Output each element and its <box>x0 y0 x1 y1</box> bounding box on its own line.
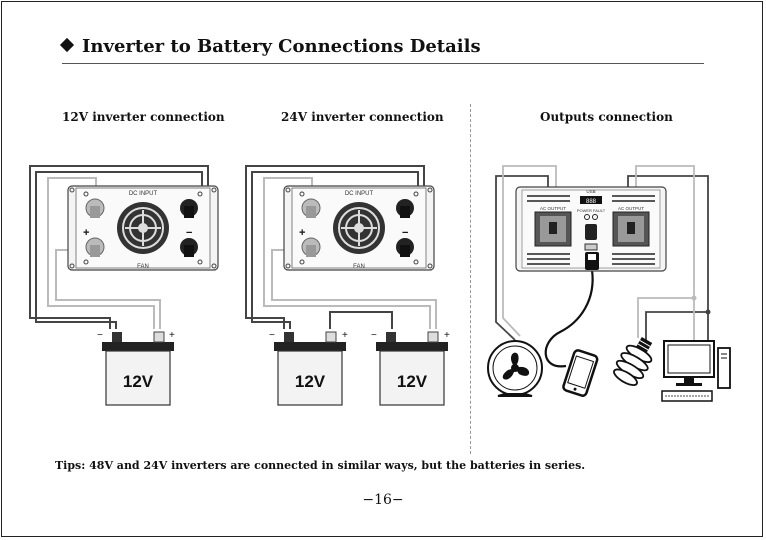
minus-sign-24v: − <box>402 227 408 239</box>
phone-icon <box>562 349 598 396</box>
battery-plus-24v-a: + <box>342 330 348 341</box>
plus-sign-24v: + <box>299 227 305 239</box>
battery-minus-24v-a: − <box>269 330 275 341</box>
fan-label-24v: FAN <box>353 264 365 270</box>
dc-input-label-12v: DC INPUT <box>129 191 158 197</box>
tips-text: Tips: 48V and 24V inverters are connecte… <box>55 459 585 472</box>
bulb-icon <box>610 333 660 390</box>
fan-label-12v: FAN <box>137 264 149 270</box>
battery-label-24v-b: 12V <box>397 372 428 391</box>
computer-icon <box>662 341 730 401</box>
digital-readout: 888 <box>586 199 597 205</box>
battery-plus-12v: + <box>169 330 175 341</box>
page-number: −16− <box>0 492 766 508</box>
diagram-12v: DC INPUT FAN + − 12V − + <box>30 166 218 405</box>
battery-plus-24v-b: + <box>444 330 450 341</box>
battery-label-24v-a: 12V <box>295 372 326 391</box>
usb-label: USB <box>586 189 595 194</box>
ac-output-label-left: AC OUTPUT <box>540 206 566 211</box>
ac-output-label-right: AC OUTPUT <box>618 206 644 211</box>
battery-label-12v: 12V <box>123 372 154 391</box>
dc-input-label-24v: DC INPUT <box>345 191 374 197</box>
plus-sign-12v: + <box>83 227 89 239</box>
power-fault-label: POWER FAULT <box>577 208 606 213</box>
battery-minus-12v: − <box>97 330 103 341</box>
fan-icon <box>488 341 542 396</box>
minus-sign-12v: − <box>186 227 192 239</box>
battery-minus-24v-b: − <box>371 330 377 341</box>
diagram-24v: DC INPUT FAN + − 12V 12V − + − + <box>246 166 450 405</box>
diagram-outputs: 888 POWER FAULT USB AC OUTPUT AC OUTPUT <box>488 166 730 401</box>
